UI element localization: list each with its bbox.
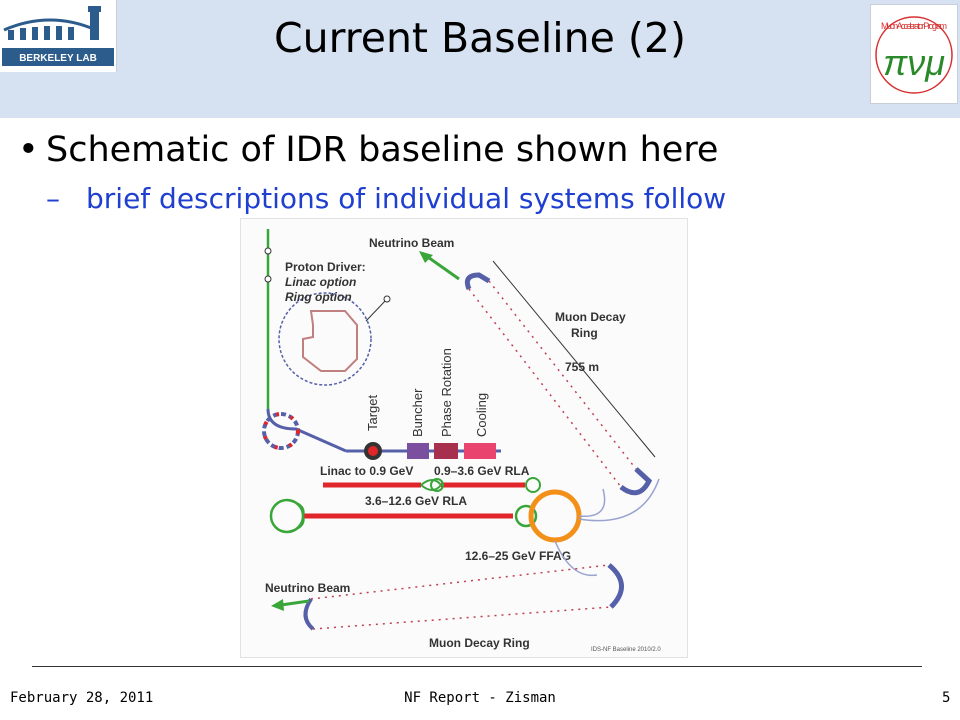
- label-ffag: 12.6–25 GeV FFAG: [465, 549, 571, 563]
- label-credit: IDS-NF Baseline 2010/2.0: [591, 647, 661, 653]
- logo-symbols: πνμ: [883, 42, 945, 83]
- label-muon-decay-ring-bottom: Muon Decay Ring: [429, 636, 530, 650]
- label-muon-decay-2: Ring: [571, 326, 598, 340]
- logo-text: BERKELEY LAB: [19, 53, 97, 64]
- muon-accelerator-program-logo: Muon Accelerator Program πνμ: [870, 4, 958, 104]
- footer-title: NF Report - Zisman: [404, 690, 556, 706]
- title-bar: [0, 0, 960, 118]
- label-buncher: Buncher: [410, 388, 425, 437]
- idr-baseline-schematic: Target Buncher Phase Rotation Cooling Li…: [240, 218, 688, 658]
- slide-title: Current Baseline (2): [274, 14, 686, 62]
- label-neutrino-beam-bottom: Neutrino Beam: [265, 581, 350, 595]
- label-length: 755 m: [565, 360, 599, 374]
- footer-date: February 28, 2011: [10, 690, 154, 706]
- label-linac-gev: Linac to 0.9 GeV: [320, 464, 413, 478]
- label-phase-rotation: Phase Rotation: [439, 348, 454, 437]
- logo-ring-text: Muon Accelerator Program: [881, 21, 947, 31]
- footer-divider: [32, 666, 922, 667]
- label-muon-decay-1: Muon Decay: [555, 310, 626, 324]
- label-target: Target: [365, 394, 380, 431]
- page-number: 5: [942, 690, 951, 706]
- bullet-main-text: Schematic of IDR baseline shown here: [46, 130, 719, 170]
- label-rla2: 3.6–12.6 GeV RLA: [365, 494, 467, 508]
- bullet-main: •Schematic of IDR baseline shown here: [18, 130, 718, 170]
- bullet-dot: •: [18, 130, 39, 170]
- berkeley-lab-logo: BERKELEY LAB: [0, 0, 117, 72]
- label-ring-option: Ring option: [285, 290, 352, 304]
- bullet-dash: –: [46, 182, 60, 215]
- label-rla1: 0.9–3.6 GeV RLA: [434, 464, 530, 478]
- label-proton-driver: Proton Driver:: [285, 260, 366, 274]
- label-cooling: Cooling: [474, 393, 489, 437]
- bullet-sub-text: brief descriptions of individual systems…: [86, 182, 727, 215]
- bullet-sub: –brief descriptions of individual system…: [46, 182, 726, 215]
- label-linac-option: Linac option: [285, 275, 356, 289]
- label-neutrino-beam-top: Neutrino Beam: [369, 236, 454, 250]
